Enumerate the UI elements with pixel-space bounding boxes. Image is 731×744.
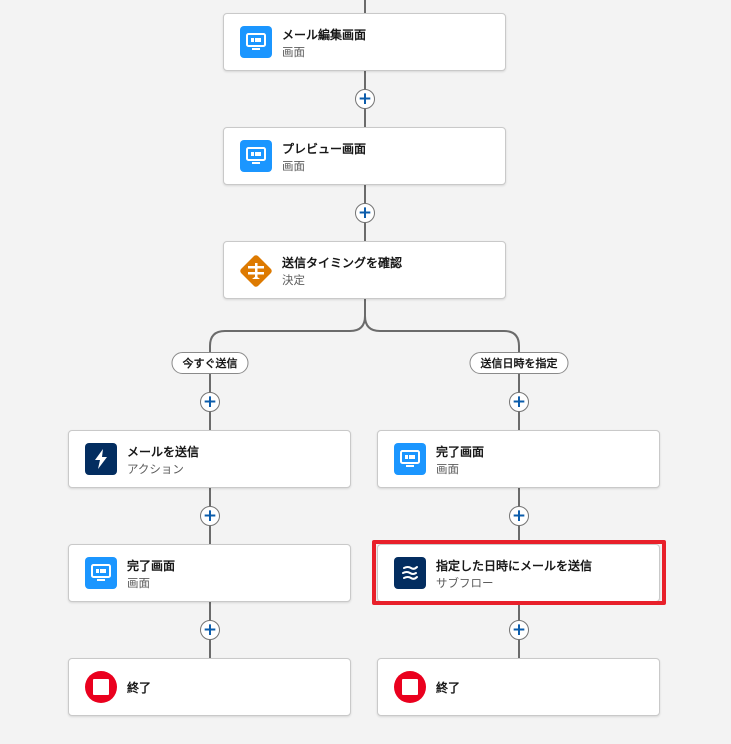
node-title: メール編集画面 <box>282 28 367 42</box>
node-type: サブフロー <box>436 576 494 590</box>
node-type: 画面 <box>436 462 459 476</box>
node-type: アクション <box>127 462 184 476</box>
node-title: 指定した日時にメールを送信 <box>436 559 593 573</box>
node-send-mail-action[interactable]: メールを送信 アクション <box>68 430 351 488</box>
screen-icon <box>240 26 272 58</box>
node-title: 完了画面 <box>436 445 485 459</box>
node-type: 決定 <box>282 273 305 287</box>
node-end-left[interactable]: 終了 <box>68 658 351 716</box>
add-element-button[interactable]: + <box>355 203 375 223</box>
node-type: 画面 <box>282 45 305 59</box>
add-element-button[interactable]: + <box>200 392 220 412</box>
screen-icon <box>394 443 426 475</box>
stop-icon <box>85 671 117 703</box>
screen-icon <box>240 140 272 172</box>
decision-icon <box>236 251 276 291</box>
subflow-icon <box>394 557 426 589</box>
node-title: プレビュー画面 <box>282 142 367 156</box>
add-element-button[interactable]: + <box>509 620 529 640</box>
lightning-icon <box>85 443 117 475</box>
add-element-button[interactable]: + <box>509 392 529 412</box>
selection-highlight <box>372 540 666 605</box>
node-subflow[interactable]: 指定した日時にメールを送信 サブフロー <box>377 544 660 602</box>
node-title: 完了画面 <box>127 559 176 573</box>
node-end-right[interactable]: 終了 <box>377 658 660 716</box>
node-title: 終了 <box>436 681 461 695</box>
node-done-screen-left[interactable]: 完了画面 画面 <box>68 544 351 602</box>
add-element-button[interactable]: + <box>355 89 375 109</box>
node-title: メールを送信 <box>127 445 200 459</box>
node-decision[interactable]: 送信タイミングを確認 決定 <box>223 241 506 299</box>
node-type: 画面 <box>127 576 150 590</box>
node-title: 送信タイミングを確認 <box>282 256 403 270</box>
branch-label-scheduled[interactable]: 送信日時を指定 <box>469 352 569 374</box>
add-element-button[interactable]: + <box>200 506 220 526</box>
screen-icon <box>85 557 117 589</box>
branch-label-send-now[interactable]: 今すぐ送信 <box>171 352 249 374</box>
add-element-button[interactable]: + <box>509 506 529 526</box>
add-element-button[interactable]: + <box>200 620 220 640</box>
node-done-screen-right[interactable]: 完了画面 画面 <box>377 430 660 488</box>
stop-icon <box>394 671 426 703</box>
node-title: 終了 <box>127 681 152 695</box>
node-preview-screen[interactable]: プレビュー画面 画面 <box>223 127 506 185</box>
node-mail-edit-screen[interactable]: メール編集画面 画面 <box>223 13 506 71</box>
node-type: 画面 <box>282 159 305 173</box>
